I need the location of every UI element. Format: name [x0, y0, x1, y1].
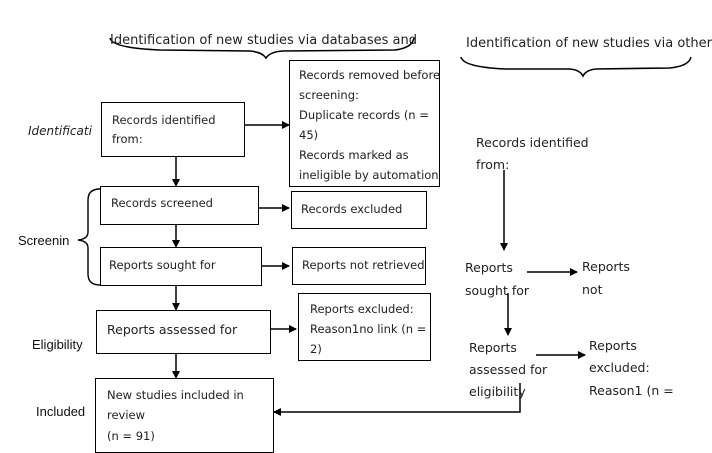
screening-brace	[77, 188, 101, 286]
other-reports-not-line1: Reports	[582, 259, 630, 274]
stage-label-screening: Screenin	[18, 233, 70, 248]
new-studies-included-box: New studies included in review (n = 91)	[95, 378, 274, 453]
other-header: Identification of new studies via other	[466, 36, 712, 51]
records-identified-box: Records identified from:	[101, 102, 245, 157]
databases-header: Identification of new studies via databa…	[110, 33, 417, 48]
other-records-identified-line1: Records identified	[476, 135, 589, 150]
other-reports-assessed-line1: Reports	[469, 340, 517, 355]
other-reports-excluded-line2: excluded:	[589, 360, 650, 375]
other-reports-assessed-line2: assessed for	[469, 362, 548, 377]
other-reports-excluded-line3: Reason1 (n =	[589, 383, 674, 398]
other-reports-assessed-line3: eligibility	[469, 384, 526, 399]
records-excluded-box: Records excluded	[291, 191, 427, 229]
records-screened-box: Records screened	[100, 186, 259, 225]
other-reports-sought-line2: sought for	[465, 283, 530, 298]
stage-label-identification: Identificati	[28, 124, 92, 138]
reports-assessed-box: Reports assessed for	[96, 310, 271, 354]
arrow-other-assessed-included	[273, 383, 521, 416]
databases-header-brace	[109, 37, 415, 60]
reports-excluded-box: Reports excluded: Reason1no link (n = 2)	[298, 293, 431, 361]
other-records-identified-line2: from:	[476, 157, 510, 172]
other-reports-excluded-line1: Reports	[589, 338, 637, 353]
reports-sought-box: Reports sought for	[100, 247, 262, 286]
stage-label-included: Included	[36, 404, 86, 419]
other-reports-not-line2: not	[582, 282, 603, 297]
other-reports-sought-line1: Reports	[465, 260, 513, 275]
records-removed-box: Records removed before screening: Duplic…	[289, 60, 440, 187]
reports-not-retrieved-box: Reports not retrieved	[292, 247, 426, 285]
stage-label-eligibility: Eligibility	[32, 337, 83, 352]
other-header-brace	[460, 56, 692, 78]
